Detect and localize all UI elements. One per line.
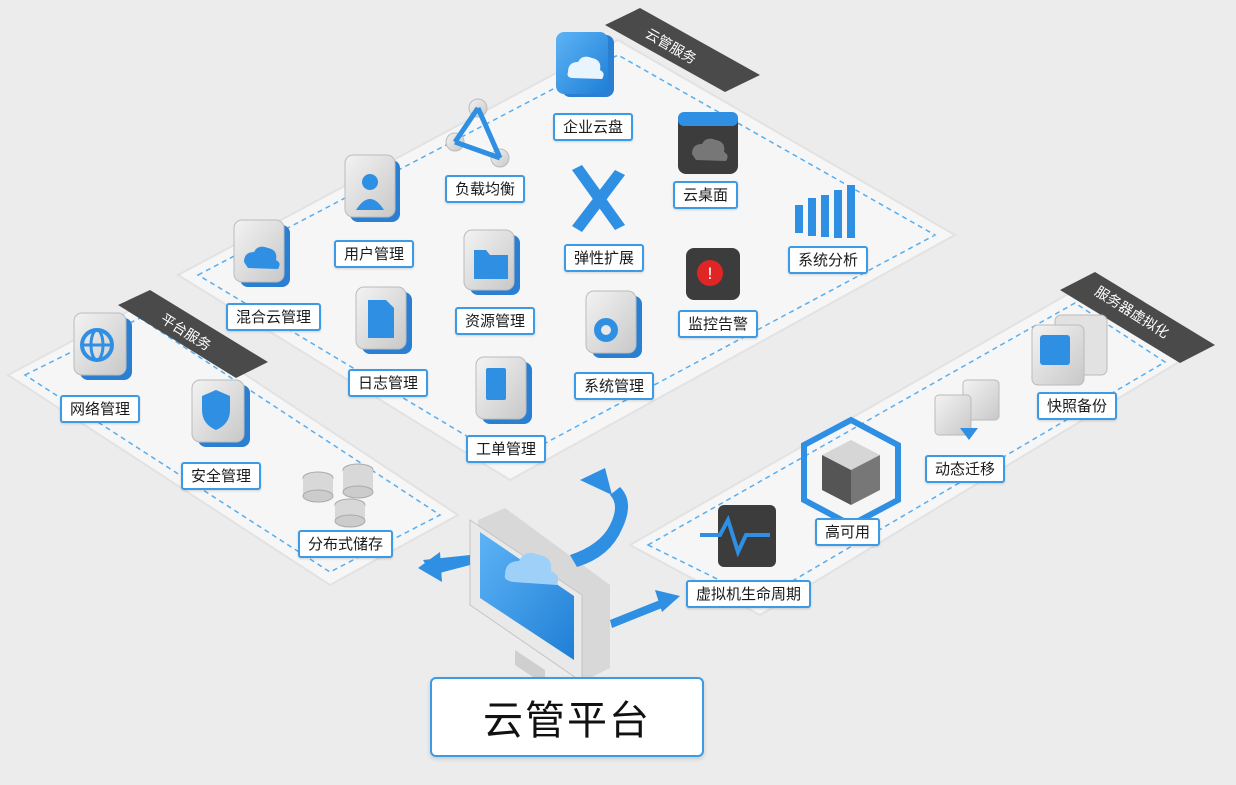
label-security-mgmt: 安全管理	[181, 462, 262, 490]
label-vm-lifecycle: 虚拟机生命周期	[686, 580, 812, 608]
main-title: 云管平台	[430, 677, 704, 757]
label-log-mgmt: 日志管理	[348, 369, 429, 397]
svg-text:!: !	[707, 264, 713, 283]
label-live-migration: 动态迁移	[925, 455, 1006, 483]
label-system-mgmt: 系统管理	[574, 372, 655, 400]
tiles: !	[73, 32, 1108, 567]
label-load-balance: 负载均衡	[445, 175, 526, 203]
label-snapshot-backup: 快照备份	[1037, 392, 1118, 420]
label-distributed-storage: 分布式储存	[298, 530, 394, 558]
tag-bg-virt	[1060, 272, 1215, 363]
central-monitor	[469, 508, 610, 685]
tag-bg-cloud	[605, 8, 760, 92]
label-monitor-alert: 监控告警	[678, 310, 759, 338]
label-high-availability: 高可用	[815, 518, 881, 546]
label-resource-mgmt: 资源管理	[455, 307, 536, 335]
arrows	[418, 468, 680, 628]
label-cloud-desktop: 云桌面	[673, 181, 739, 209]
tag-bg-platform	[118, 290, 268, 378]
label-network-mgmt: 网络管理	[60, 395, 141, 423]
label-elastic-scale: 弹性扩展	[564, 244, 645, 272]
label-user-mgmt: 用户管理	[334, 240, 415, 268]
label-ticket-mgmt: 工单管理	[466, 435, 547, 463]
label-hybrid-cloud: 混合云管理	[226, 303, 322, 331]
label-enterprise-disk: 企业云盘	[553, 113, 634, 141]
label-system-analysis: 系统分析	[788, 246, 869, 274]
